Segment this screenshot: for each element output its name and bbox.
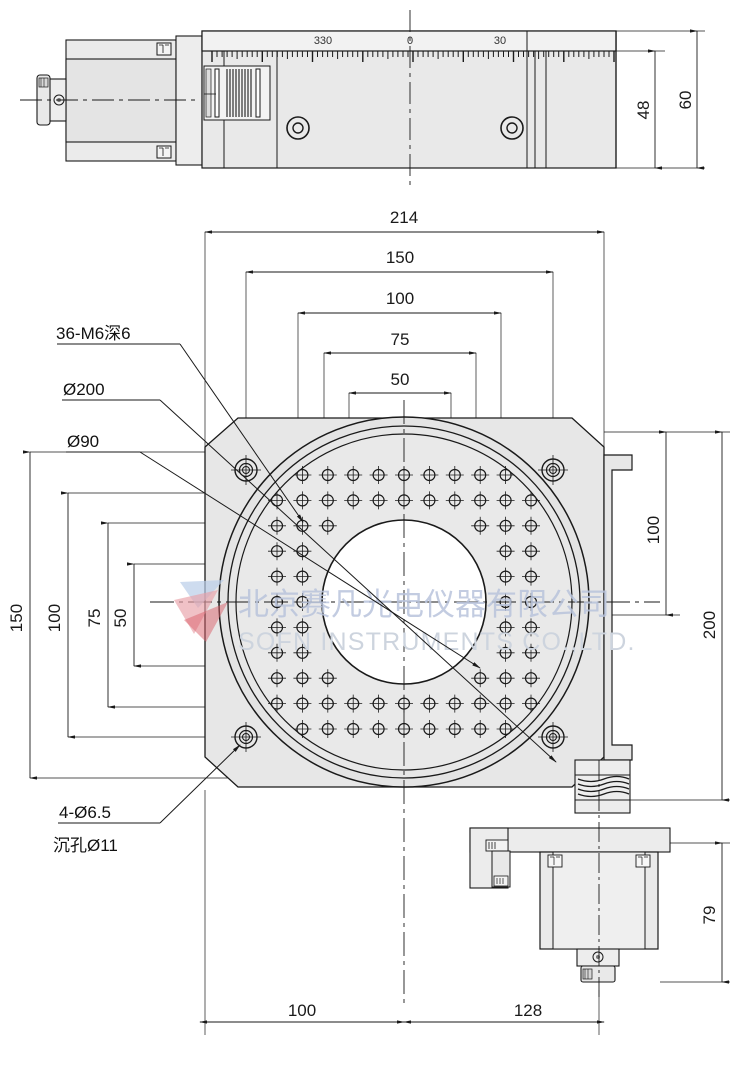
stage-body-side [201,30,617,169]
dimension-right-100: 100 [644,516,663,544]
dimension-60: 60 [676,91,695,110]
callout-counterbore: 沉孔Ø11 [53,836,118,855]
dimension-48: 48 [634,101,653,120]
dimension-top-150: 150 [386,248,414,267]
worm-gear-detail [203,65,271,121]
callout-4-d65: 4-Ø6.5 [59,803,111,822]
callout-d90: Ø90 [67,432,99,451]
dimension-bottom-128: 128 [514,1001,542,1020]
dimension-top-50: 50 [391,370,410,389]
dimension-top-75: 75 [391,330,410,349]
callout-labels: 36-M6深6 Ø200 Ø90 4-Ø6.5 沉孔Ø11 [53,324,131,855]
graduated-scale: 330 0 30 [209,35,616,62]
motor-assembly-bottom [469,759,671,1000]
bearing-marks [286,116,524,140]
watermark-plan: 北京赛凡光电仪器有限公司 SOFN INSTRUMENTS CO.,LTD. [174,580,636,656]
dimension-right-200: 200 [700,611,719,639]
dimension-bottom-100: 100 [288,1001,316,1020]
dimension-left-75: 75 [85,609,104,628]
dimension-left-50: 50 [111,609,130,628]
dimension-chain-right: 100 200 79 [560,430,730,984]
dimension-left-100: 100 [45,604,64,632]
dimension-left-150: 150 [7,604,26,632]
corner-counterbores [231,455,568,752]
callout-leaders [57,343,557,824]
callout-36-m6: 36-M6深6 [56,324,131,343]
scale-label-330: 330 [314,35,332,47]
watermark-chinese-plan: 北京赛凡光电仪器有限公司 [238,587,610,623]
side-elevation-view: 330 0 30 [20,10,617,185]
watermark-english-plan: SOFN INSTRUMENTS CO.,LTD. [238,628,636,656]
rotary-stage-plan [150,400,660,1005]
dimension-214: 214 [390,208,418,227]
coupling-flange [175,35,203,166]
dimension-group-top-right: 60 48 [616,29,705,170]
dimension-top-100: 100 [386,289,414,308]
callout-d200: Ø200 [63,380,105,399]
scale-label-30: 30 [494,35,506,47]
dimension-right-79: 79 [700,906,719,925]
dimension-chain-bottom: 100 128 [199,790,605,1035]
m6-hole-grid [268,466,540,738]
